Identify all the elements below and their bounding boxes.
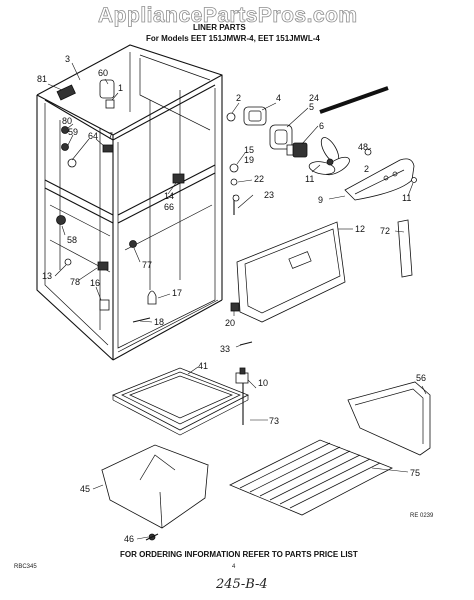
models-line: For Models EET 151JMWR-4, EET 151JMWL-4 — [146, 34, 320, 43]
part-label: 81 — [37, 74, 47, 84]
part-label: 13 — [42, 271, 52, 281]
part-label: 73 — [269, 416, 279, 426]
part-label: 41 — [198, 361, 208, 371]
fan-blade — [308, 137, 350, 176]
part-label: 7 — [108, 131, 113, 141]
cabinet-small-parts — [56, 79, 389, 323]
part-label: 1 — [118, 83, 123, 93]
right-figure-code: RE 0239 — [410, 513, 434, 519]
part-label: 2 — [236, 93, 241, 103]
part-label: 11 — [402, 193, 411, 203]
part-label: 11 — [305, 174, 314, 184]
part-label: 5 — [309, 102, 314, 112]
part-label: 2 — [364, 164, 369, 174]
diagram-title: LINER PARTS — [193, 23, 246, 32]
part-label: 46 — [124, 534, 134, 544]
part-label: 45 — [80, 484, 90, 494]
shelf-wires — [239, 442, 381, 509]
part-label: 24 — [309, 93, 319, 103]
part-label: 12 — [355, 224, 365, 234]
handwritten-note: 245-B-4 — [215, 577, 268, 592]
part-label: 80 — [62, 116, 72, 126]
part-label: 10 — [258, 378, 268, 388]
part-label: 66 — [164, 202, 174, 212]
part-label: 77 — [142, 260, 152, 270]
part-labels: 3 81 60 1 80 59 64 7 58 13 78 16 77 14 6… — [37, 54, 426, 544]
accessory-parts — [100, 367, 431, 541]
watermark: AppliancePartsPros.com — [98, 4, 358, 27]
part-label: 3 — [65, 54, 70, 64]
part-label: 75 — [410, 468, 420, 478]
part-label: 58 — [67, 235, 77, 245]
control-components — [226, 106, 417, 346]
part-label: 15 — [244, 145, 254, 155]
part-label: 72 — [380, 226, 390, 236]
part-label: 17 — [172, 288, 182, 298]
part-label: 6 — [319, 121, 324, 131]
part-label: 48 — [358, 142, 368, 152]
part-label: 59 — [68, 127, 78, 137]
part-label: 22 — [254, 174, 264, 184]
part-label: 20 — [225, 318, 235, 328]
part-label: 14 — [164, 191, 174, 201]
part-label: 16 — [90, 278, 100, 288]
part-label: 78 — [70, 277, 80, 287]
left-figure-code: RBC345 — [14, 564, 37, 570]
part-label: 64 — [88, 131, 98, 141]
part-label: 18 — [154, 317, 164, 327]
part-label: 9 — [318, 195, 323, 205]
leader-lines — [47, 62, 427, 540]
part-label: 4 — [276, 93, 281, 103]
part-label: 56 — [416, 373, 426, 383]
part-label: 23 — [264, 190, 274, 200]
part-label: 33 — [220, 344, 230, 354]
ordering-note: FOR ORDERING INFORMATION REFER TO PARTS … — [120, 550, 358, 559]
page-number: 4 — [232, 564, 236, 570]
part-label: 19 — [244, 155, 254, 165]
part-label: 60 — [98, 68, 108, 78]
liner-cabinet — [36, 44, 223, 361]
